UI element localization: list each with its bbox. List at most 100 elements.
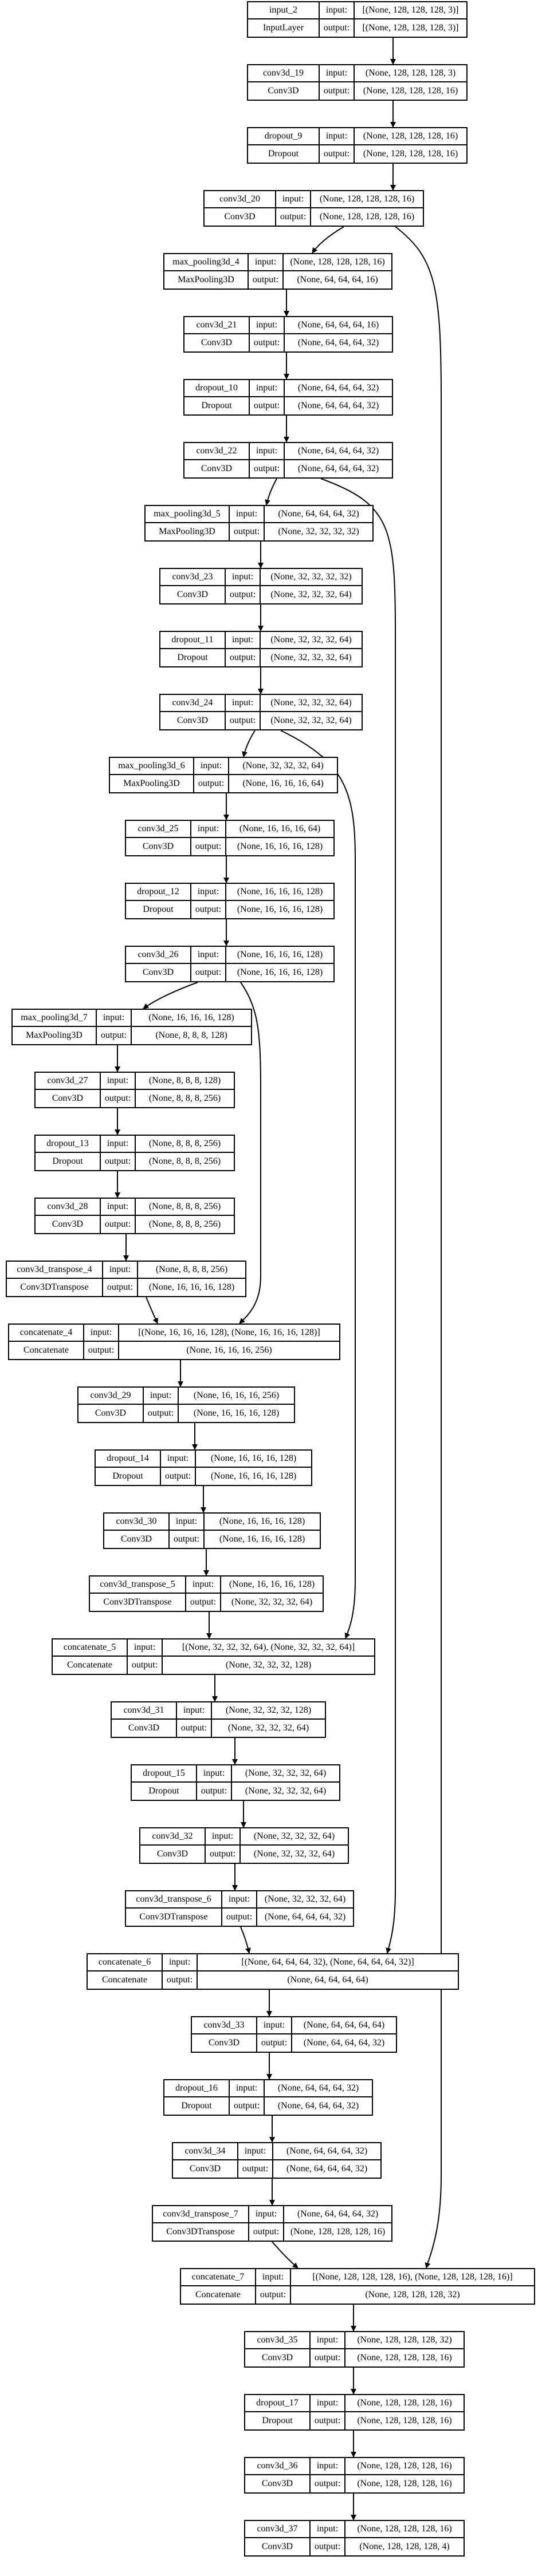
input-shape: (None, 16, 16, 16, 128) xyxy=(226,947,333,964)
input-shape: (None, 8, 8, 8, 256) xyxy=(136,1199,234,1216)
layer-name: conv3d_33 xyxy=(192,2017,257,2034)
layer-type: Concatenate xyxy=(53,1657,128,1674)
edge-conv3d-22-to-concatenate-6 xyxy=(320,478,396,1954)
layer-type: Dropout xyxy=(126,901,191,918)
input-label: input: xyxy=(249,2206,284,2223)
output-label: output: xyxy=(311,2475,345,2492)
input-shape: (None, 32, 32, 32, 64) xyxy=(261,695,362,712)
output-shape: (None, 64, 64, 64, 32) xyxy=(303,2038,385,2048)
layer-name: dropout_9 xyxy=(248,128,320,145)
output-label: output: xyxy=(230,523,265,540)
output-shape: (None, 8, 8, 8, 256) xyxy=(148,1156,221,1166)
output-label: output: xyxy=(170,1531,205,1548)
layer-name: concatenate_6 xyxy=(88,1954,163,1971)
layer-type: Dropout xyxy=(164,2097,230,2115)
layer-name: dropout_14 xyxy=(96,1451,161,1468)
output-label: output: xyxy=(311,2412,345,2429)
output-label: output: xyxy=(276,208,311,226)
layer-type: MaxPooling3D xyxy=(146,523,230,540)
input-shape: (None, 32, 32, 32, 128) xyxy=(212,1702,325,1720)
input-label: input: xyxy=(226,695,261,712)
output-label: output: xyxy=(191,964,226,981)
layer-type: Conv3D xyxy=(126,964,191,981)
output-shape: (None, 128, 128, 128, 16) xyxy=(357,2479,452,2488)
layer-type: Conv3DTranspose xyxy=(90,1594,186,1611)
layer-name: conv3d_31 xyxy=(112,1702,177,1720)
layer-type: Conv3D xyxy=(205,208,276,226)
layer-type: MaxPooling3D xyxy=(110,775,194,792)
output-shape: (None, 128, 128, 128, 16) xyxy=(363,86,458,96)
output-shape: (None, 64, 64, 64, 32) xyxy=(297,338,379,347)
output-shape: (None, 16, 16, 16, 128) xyxy=(237,841,323,851)
output-shape: (None, 128, 128, 128, 16) xyxy=(357,2353,452,2362)
output-shape: (None, 32, 32, 32, 32) xyxy=(278,527,359,536)
output-shape: (None, 64, 64, 64, 32) xyxy=(264,1912,346,1922)
layer-type: Conv3D xyxy=(192,2034,257,2052)
output-shape: (None, 16, 16, 16, 128) xyxy=(219,1534,305,1544)
layer-type: Dropout xyxy=(160,649,226,666)
input-label: input: xyxy=(194,758,229,775)
input-label: input: xyxy=(97,1010,132,1027)
output-shape: (None, 128, 128, 128, 16) xyxy=(363,149,458,159)
input-label: input: xyxy=(197,1765,232,1783)
output-shape: (None, 16, 16, 16, 128) xyxy=(237,904,323,914)
input-shape: [(None, 128, 128, 128, 16), (None, 128, … xyxy=(291,2269,534,2286)
edge-conv3d-26-to-max-pooling3d-7 xyxy=(143,982,198,1009)
output-shape: (None, 32, 32, 32, 128) xyxy=(225,1660,312,1670)
output-shape: (None, 64, 64, 64, 32) xyxy=(297,401,379,410)
output-shape: (None, 64, 64, 64, 32) xyxy=(277,2101,359,2111)
input-shape: (None, 128, 128, 128, 16) xyxy=(284,254,391,271)
layer-name: conv3d_22 xyxy=(184,443,250,460)
layer-name: max_pooling3d_6 xyxy=(110,758,194,775)
edge-conv3d-transpose-4-to-concatenate-4 xyxy=(146,1297,158,1324)
input-label: input: xyxy=(163,1954,198,1971)
input-label: input: xyxy=(311,2395,345,2412)
input-shape: (None, 128, 128, 128, 16) xyxy=(345,2458,464,2475)
layer-name: conv3d_30 xyxy=(104,1514,170,1531)
output-shape: (None, 32, 32, 32, 64) xyxy=(270,716,352,725)
layer-name: conv3d_32 xyxy=(140,1828,206,1846)
layer-name: conv3d_20 xyxy=(205,191,276,208)
layer-name: conv3d_37 xyxy=(245,2521,311,2538)
layer-type: Conv3D xyxy=(104,1531,170,1548)
layer-type: Concatenate xyxy=(88,1971,163,1989)
output-label: output: xyxy=(320,82,355,100)
output-shape: (None, 16, 16, 16, 64) xyxy=(242,779,324,788)
output-shape: (None, 128, 128, 128, 32) xyxy=(365,2290,460,2300)
layer-type: Conv3D xyxy=(173,2160,238,2178)
output-label: output: xyxy=(226,649,261,666)
input-label: input: xyxy=(238,2143,273,2160)
layer-name: conv3d_26 xyxy=(126,947,191,964)
output-label: output: xyxy=(311,2349,345,2366)
output-label: output: xyxy=(177,1720,212,1737)
output-shape: (None, 16, 16, 16, 128) xyxy=(148,1282,235,1292)
layer-name: max_pooling3d_4 xyxy=(164,254,249,271)
output-label: output: xyxy=(191,901,226,918)
output-shape: [(None, 128, 128, 128, 3)] xyxy=(362,23,459,33)
layer-type: Dropout xyxy=(36,1153,101,1170)
layer-name: conv3d_35 xyxy=(245,2332,311,2349)
output-shape: (None, 128, 128, 128, 16) xyxy=(357,2416,452,2425)
input-shape: (None, 64, 64, 64, 32) xyxy=(273,2143,380,2160)
layer-name: conv3d_21 xyxy=(184,317,250,334)
input-label: input: xyxy=(84,1325,119,1342)
layer-name: dropout_16 xyxy=(164,2080,230,2097)
input-shape: (None, 128, 128, 128, 16) xyxy=(345,2521,464,2538)
output-label: output: xyxy=(250,397,285,414)
layer-type: Conv3D xyxy=(184,334,250,351)
output-shape: (None, 32, 32, 32, 64) xyxy=(245,1786,327,1796)
layer-name: conv3d_23 xyxy=(160,569,226,586)
